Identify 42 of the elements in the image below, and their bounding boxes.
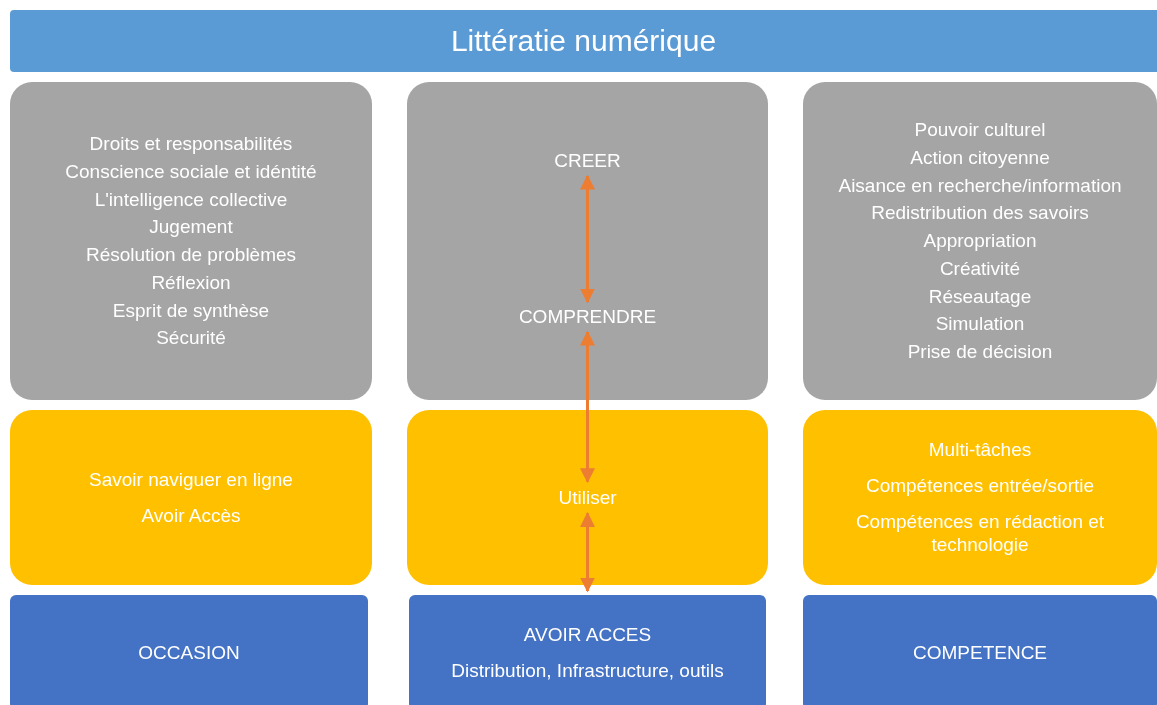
list-item: Prise de décision [907, 340, 1053, 364]
list-item: Compétences en rédaction et technologie [854, 509, 1106, 557]
list-item: Créativité [939, 256, 1021, 281]
list-item: Aisance en recherche/information [838, 173, 1122, 198]
panel-label: COMPETENCE [912, 640, 1048, 665]
category-panel [407, 82, 768, 400]
stage-label: CREER [407, 150, 768, 172]
list-item: Droits et responsabilités [89, 132, 293, 156]
list-item: Multi-tâches [928, 438, 1032, 462]
list-item: Avoir Accès [141, 503, 241, 528]
list-item: Savoir naviguer en ligne [89, 467, 293, 492]
list-item: Distribution, Infrastructure, outils [451, 658, 724, 683]
list-item: AVOIR ACCES [523, 622, 652, 647]
list-item: Réseautage [928, 284, 1032, 309]
list-item: Pouvoir culturel [914, 118, 1046, 142]
list-item: Réflexion [151, 270, 231, 295]
title-banner: Littératie numérique [10, 10, 1157, 72]
list-item: L'intelligence collective [94, 187, 288, 212]
category-panel [409, 595, 766, 705]
list-item: Jugement [149, 215, 233, 239]
panel-label: Utiliser [558, 485, 617, 510]
category-panel [10, 410, 372, 585]
double-arrow [580, 511, 595, 593]
category-panel [803, 595, 1157, 705]
category-panel [10, 595, 368, 705]
category-panel [10, 82, 372, 400]
list-item: Sécurité [156, 326, 226, 350]
category-panel [803, 410, 1157, 585]
list-item: Appropriation [923, 229, 1037, 253]
panel-label: OCCASION [138, 640, 240, 665]
double-arrow [580, 174, 595, 304]
category-panel [803, 82, 1157, 400]
list-item: Conscience sociale et idéntité [65, 159, 317, 184]
category-panel [407, 410, 768, 585]
list-item: Résolution de problèmes [85, 243, 297, 267]
list-item: Compétences entrée/sortie [865, 473, 1095, 498]
list-item: Simulation [935, 312, 1025, 337]
stage-label: COMPRENDRE [407, 306, 768, 328]
list-item: Action citoyenne [910, 145, 1050, 170]
list-item: Esprit de synthèse [112, 298, 270, 323]
list-item: Redistribution des savoirs [871, 201, 1089, 226]
double-arrow [580, 330, 595, 484]
